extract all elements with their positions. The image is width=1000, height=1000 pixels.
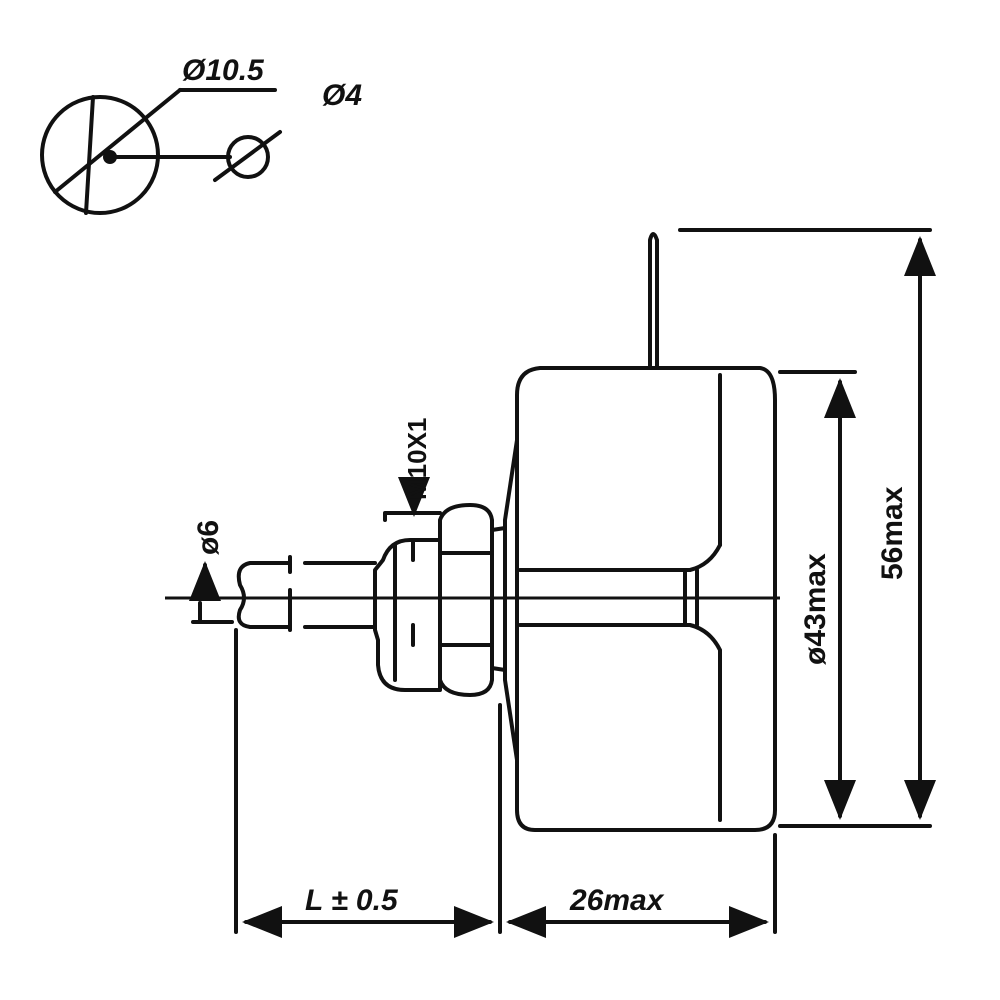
shaft — [165, 555, 780, 632]
body-diameter-label: ø43max — [799, 553, 832, 665]
mounting-hole-view: Ø10.5 Ø4 — [40, 54, 362, 215]
shaft-length-label: L ± 0.5 — [305, 884, 399, 917]
hole-diameter-label: Ø10.5 — [182, 54, 265, 87]
shaft-diameter-label: ø6 — [192, 520, 225, 555]
body-depth-label: 26max — [569, 884, 665, 917]
overall-height-label: 56max — [876, 486, 909, 580]
pin-hole-diameter-label: Ø4 — [322, 79, 362, 112]
potentiometer-body — [503, 232, 777, 832]
dimensions: ø6 M10X1 56max ø43max L ± 0.5 26max — [189, 228, 936, 938]
thread-label: M10X1 — [402, 418, 432, 500]
nut-and-bushing — [373, 503, 507, 697]
